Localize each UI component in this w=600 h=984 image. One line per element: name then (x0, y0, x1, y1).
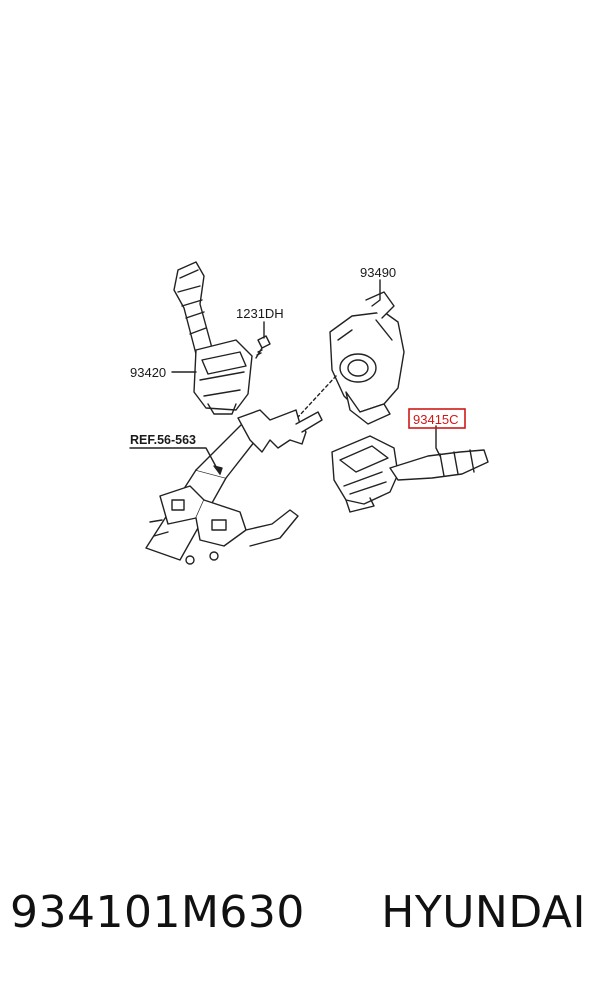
part-number: 934101M630 (10, 887, 305, 938)
steering-column-drawing (145, 409, 323, 565)
clock-spring-drawing (329, 291, 405, 425)
label-93415c: 93415C (413, 412, 459, 427)
screw-drawing (255, 335, 271, 359)
label-93490: 93490 (360, 265, 396, 280)
brand-name: HYUNDAI (381, 887, 586, 938)
ref-arrow (213, 465, 223, 475)
highlight-box (408, 408, 466, 429)
label-ref: REF.56-563 (130, 433, 196, 447)
label-93420: 93420 (130, 365, 166, 380)
leader-93490 (371, 279, 381, 307)
label-1231dh: 1231DH (236, 306, 284, 321)
left-switch-drawing (173, 261, 253, 415)
leader-93415c (435, 425, 441, 457)
right-switch-drawing (331, 435, 489, 513)
leader-ref (129, 447, 221, 475)
